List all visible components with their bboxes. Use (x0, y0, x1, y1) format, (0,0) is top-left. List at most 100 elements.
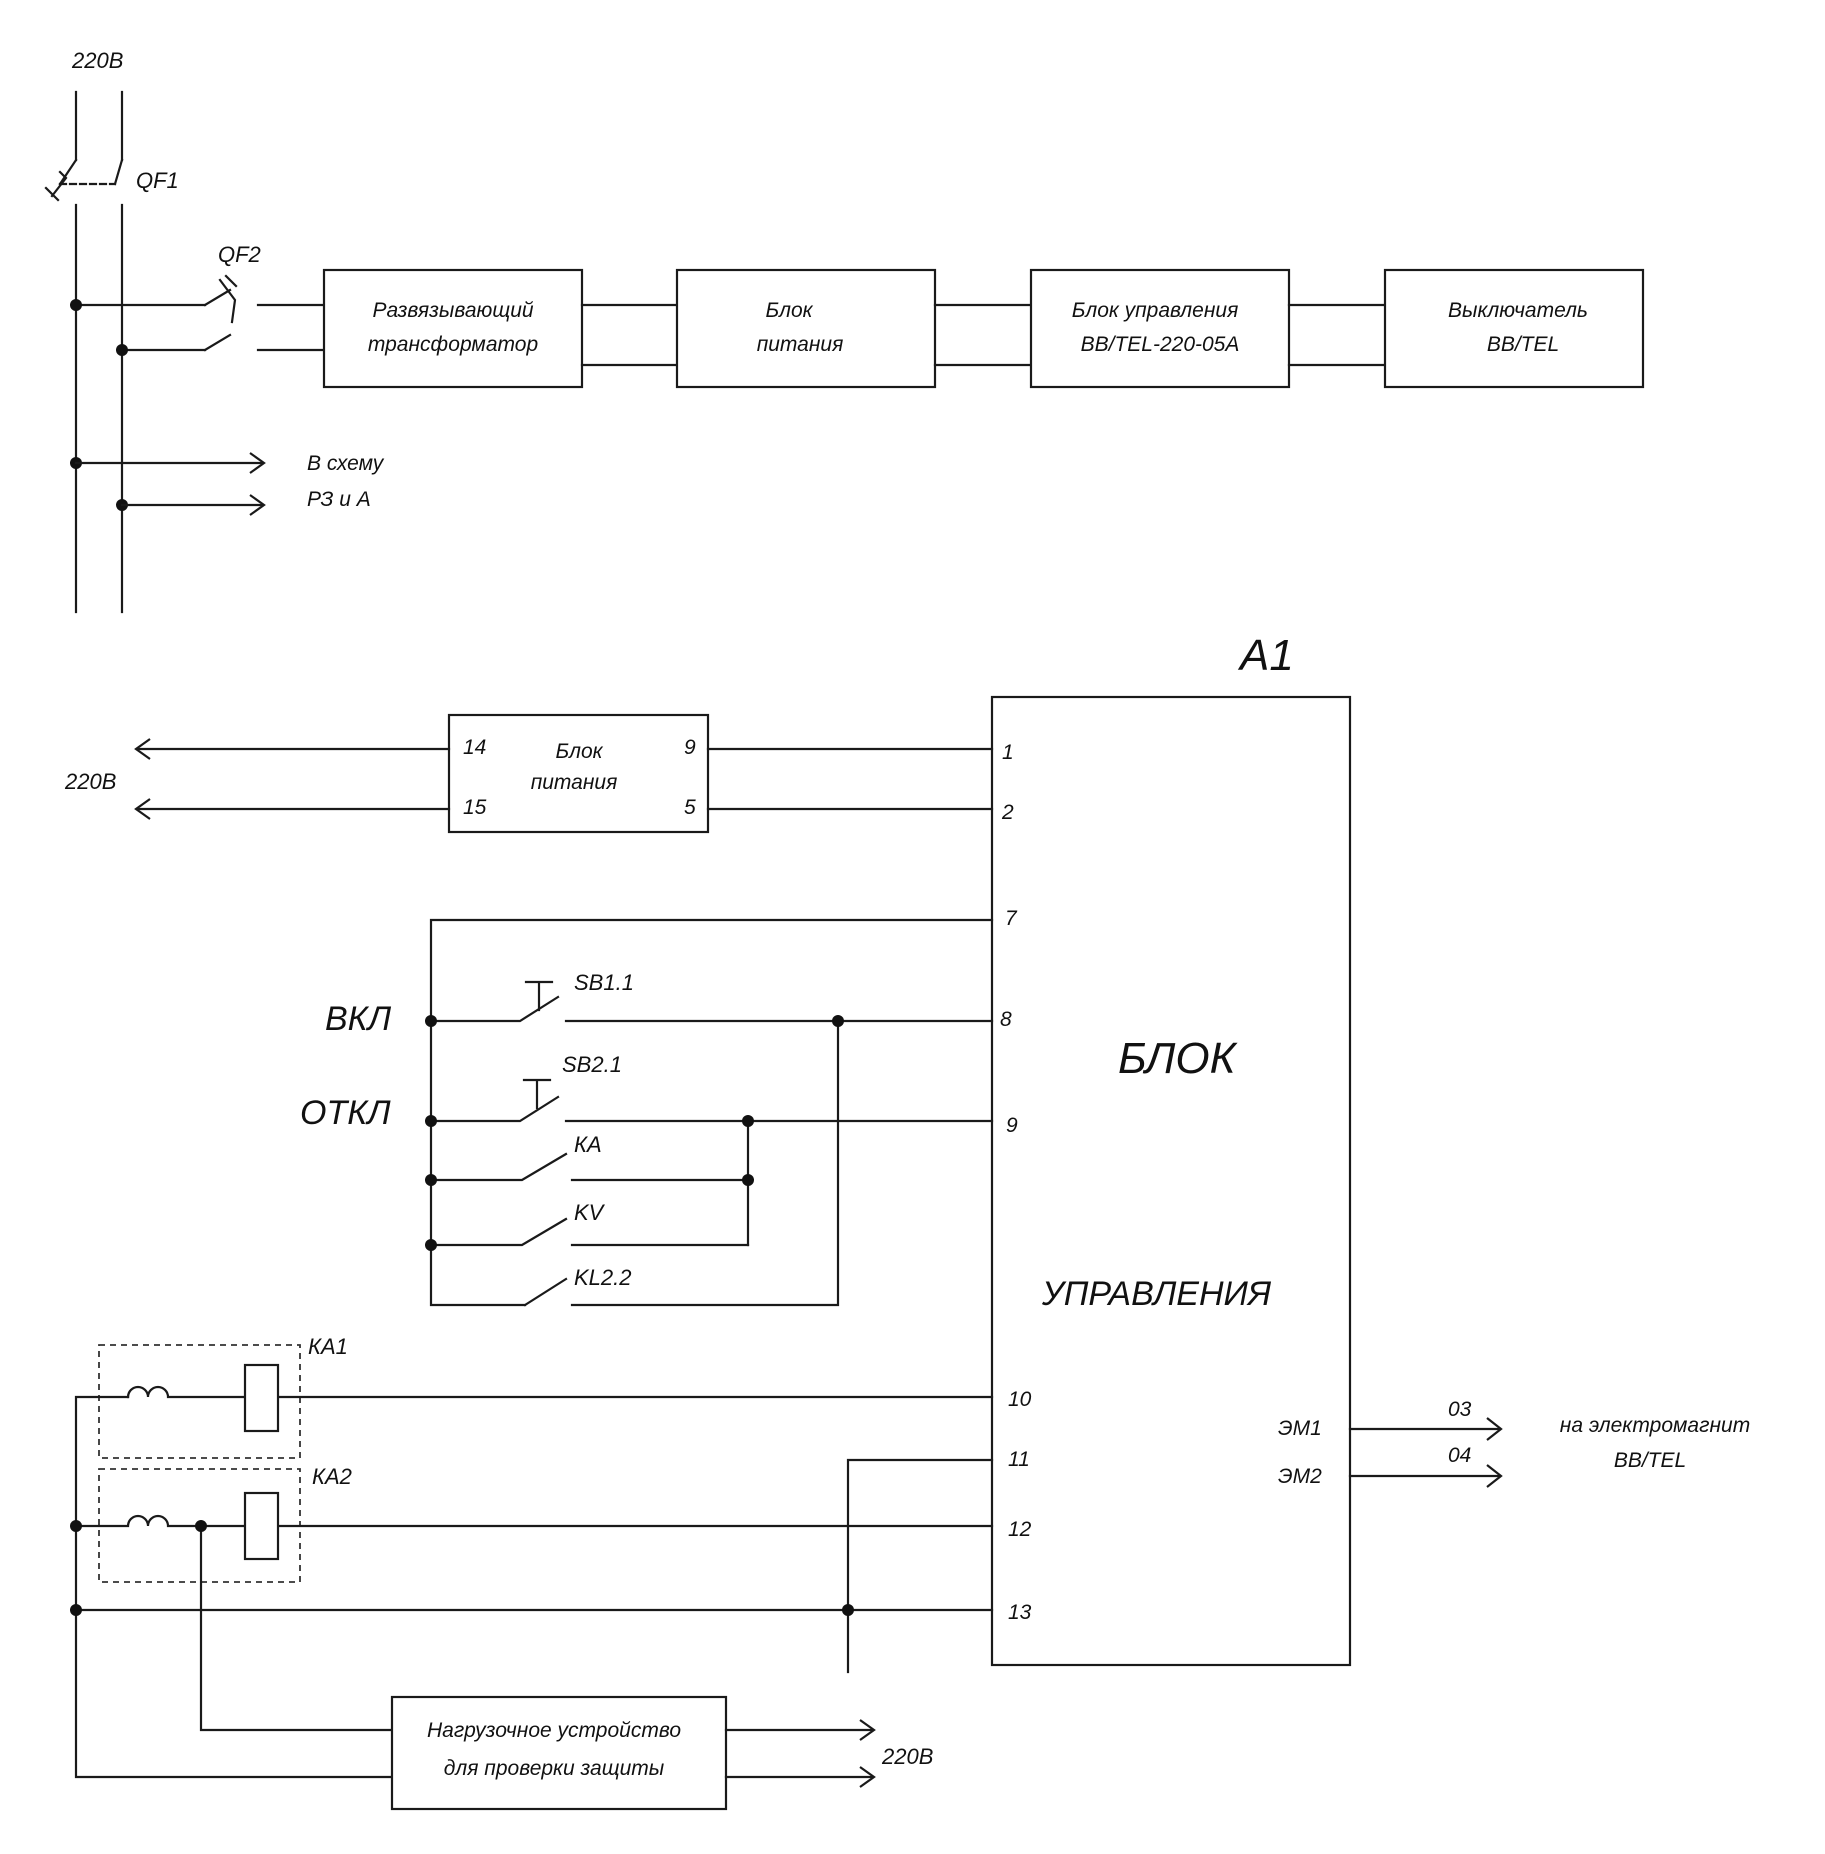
junction-dot (742, 1115, 754, 1127)
pin-1: 1 (1002, 741, 1014, 764)
bottom-section: А1 БЛОК УПРАВЛЕНИЯ Блок питания 14 15 9 … (64, 631, 1750, 1811)
junction-dot (742, 1174, 754, 1186)
ka1-label: КА1 (308, 1334, 348, 1359)
power-unit-block (675, 268, 937, 389)
load-feed-wire (199, 1524, 394, 1732)
pin-7: 7 (1005, 907, 1018, 930)
dest-line2: ВВ/TEL (1614, 1449, 1686, 1472)
pin-11: 11 (1008, 1448, 1030, 1471)
control-block-title-line2: УПРАВЛЕНИЯ (1041, 1275, 1272, 1313)
qf2-breaker (74, 274, 326, 352)
push-button-icon (524, 980, 554, 1012)
common-bus (429, 918, 994, 1307)
arrow-icon (134, 738, 151, 820)
ka-label: КА (574, 1132, 602, 1157)
load-supply-label: 220В (881, 1744, 933, 1769)
sb21-label: SB2.1 (562, 1052, 622, 1077)
pu-pin-14: 14 (463, 736, 486, 759)
sb21-contact (429, 1095, 994, 1123)
wire-04-label: 04 (1448, 1444, 1471, 1467)
pin-12: 12 (1008, 1518, 1032, 1541)
link-wires (580, 303, 679, 367)
breaker-line2: ВВ/TEL (1487, 333, 1559, 356)
arrow-icon (859, 1719, 876, 1788)
pu-pin-9: 9 (684, 736, 696, 759)
kl22-contact (523, 1019, 840, 1307)
junction-dot (425, 1239, 437, 1251)
ka1-coil (243, 1363, 280, 1433)
load-device-line2: для проверки защиты (444, 1757, 665, 1780)
junction-dot (70, 299, 82, 311)
load-device-line1: Нагрузочное устройство (427, 1719, 681, 1742)
output-wires (1348, 1427, 1502, 1478)
push-button-icon (522, 1078, 552, 1110)
pin-8: 8 (1000, 1008, 1012, 1031)
pin-2: 2 (1001, 801, 1014, 824)
pin-13: 13 (1008, 1601, 1032, 1624)
em1-label: ЭМ1 (1278, 1417, 1322, 1440)
ka2-coil (243, 1491, 280, 1561)
junction-dot (832, 1015, 844, 1027)
dest-line1: на электромагнит (1560, 1414, 1750, 1437)
load-supply-wires (724, 1728, 874, 1779)
load-device-block (390, 1695, 728, 1811)
qf1-label: QF1 (136, 168, 179, 193)
power-unit-line2: питания (757, 333, 844, 356)
on-label: ВКЛ (325, 1000, 392, 1038)
link-wires (1287, 303, 1387, 367)
junction-dot (116, 344, 128, 356)
breaker-block (1383, 268, 1645, 389)
control-block-title-line1: БЛОК (1118, 1034, 1238, 1083)
junction-dot (70, 1604, 82, 1616)
control-unit-line2: ВВ/TEL-220-05А (1081, 333, 1240, 356)
bottom-supply-wires (135, 747, 451, 811)
qf1-breaker (44, 158, 124, 614)
kl22-label: KL2.2 (574, 1265, 632, 1290)
transformer-line2: трансформатор (368, 333, 538, 356)
off-label: ОТКЛ (300, 1094, 391, 1132)
return-wire (74, 1395, 394, 1779)
breaker-line1: Выключатель (1448, 299, 1588, 322)
em2-label: ЭМ2 (1278, 1465, 1322, 1488)
ka2-coil-wire (74, 1514, 994, 1528)
top-section: 220В QF1 QF2 Развязывающий трансформатор (44, 48, 1645, 614)
ka1-coil-wire (126, 1385, 994, 1399)
transformer-line1: Развязывающий (372, 299, 533, 322)
feeder-wires-top (74, 90, 124, 162)
power-unit-line1: Блок (765, 299, 813, 322)
junction-dot (425, 1174, 437, 1186)
to-scheme-line2: РЗ и А (307, 488, 371, 511)
bottom-power-unit-line2: питания (531, 771, 618, 794)
pin-10: 10 (1008, 1388, 1032, 1411)
sb11-contact (429, 995, 994, 1023)
ka1-relay-frame (98, 1344, 301, 1459)
control-unit-line1: Блок управления (1072, 299, 1239, 322)
wire-03-label: 03 (1448, 1398, 1472, 1421)
bottom-power-unit-line1: Блок (555, 740, 603, 763)
kv-label: KV (574, 1200, 606, 1225)
bottom-power-unit (447, 713, 710, 834)
kv-contact (429, 1217, 750, 1247)
bottom-supply-label: 220В (64, 769, 116, 794)
pu-pin-5: 5 (684, 796, 696, 819)
transformer-block (322, 268, 584, 389)
to-scheme-line1: В схему (307, 452, 385, 475)
junction-dot (425, 1115, 437, 1127)
ka2-label: КА2 (312, 1464, 352, 1489)
scheme-wires (74, 461, 264, 507)
qf2-label: QF2 (218, 242, 261, 267)
top-supply-label: 220В (71, 48, 123, 73)
arrow-icon (249, 452, 266, 516)
control-unit-block (1029, 268, 1291, 389)
pin-9: 9 (1006, 1114, 1018, 1137)
control-block-a1 (990, 695, 1352, 1667)
pu-to-a1-wires (706, 747, 994, 811)
junction-dot (70, 1520, 82, 1532)
sb11-label: SB1.1 (574, 970, 634, 995)
junction-dot (425, 1015, 437, 1027)
junction-dot (842, 1604, 854, 1616)
pu-pin-15: 15 (463, 796, 487, 819)
a1-label: А1 (1237, 631, 1294, 680)
junction-dot (195, 1520, 207, 1532)
